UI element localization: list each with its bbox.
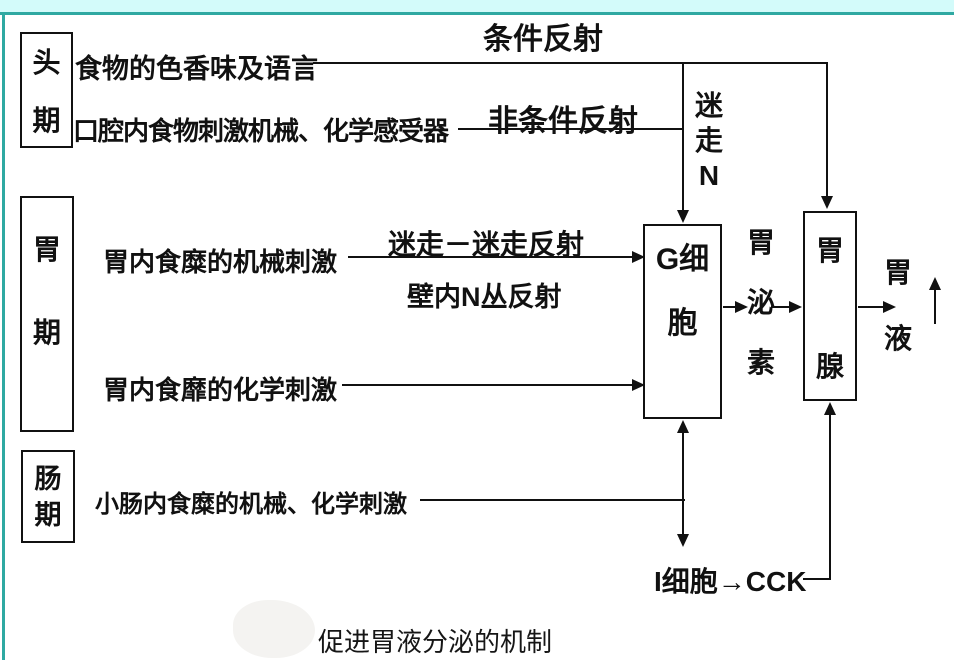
text-vagus-nerve: 迷走N — [694, 90, 723, 191]
text-conditioned-reflex: 条件反射 — [483, 23, 603, 56]
line-intestinal-double-arrow — [682, 432, 684, 535]
text-unconditioned-reflex: 非条件反射 — [488, 105, 638, 138]
arrowhead-vagus-into-gcell — [677, 210, 689, 223]
node-gastric-gland-box: 胃腺 — [803, 211, 857, 401]
line-conditioned-reflex-h — [313, 62, 828, 64]
line-juice-increase — [934, 289, 936, 324]
phase-box-intestinal-label: 肠期 — [34, 464, 62, 530]
arrowhead-juice-increase-up — [929, 277, 941, 290]
arrowhead-cck-into-gland — [824, 402, 836, 415]
frame-top-strip — [0, 0, 954, 12]
arrowhead-into-gcell-bottom — [677, 420, 689, 433]
line-gcell-to-gastrin — [723, 306, 735, 308]
text-oral-food-stimulus: 口腔内食物刺激机械、化学感受器 — [73, 116, 449, 146]
frame-top-line — [0, 12, 954, 15]
phase-box-gastric: 胃期 — [20, 196, 74, 432]
arrowhead-chemical-into-gcell — [632, 379, 645, 391]
line-conditioned-reflex-v — [826, 62, 828, 196]
phase-box-intestinal: 肠期 — [21, 450, 75, 543]
text-intestinal-stimulus: 小肠内食糜的机械、化学刺激 — [95, 491, 407, 518]
text-icell-cck: I细胞→CCK — [654, 566, 807, 597]
text-food-color-smell-language: 食物的色香味及语言 — [75, 54, 318, 84]
arrowhead-gland-to-juice — [883, 301, 896, 313]
line-gland-to-juice — [858, 306, 884, 308]
diagram-caption: 促进胃液分泌的机制 — [318, 628, 553, 657]
line-cck-connector-h — [803, 578, 831, 580]
frame-left-line — [2, 12, 5, 660]
text-vagovagal-reflex: 迷走－迷走反射 — [388, 229, 585, 260]
node-gastrin-label: 胃泌素 — [746, 227, 775, 378]
line-intestinal-stimulus — [420, 499, 685, 501]
text-gastric-mechanical-stimulus: 胃内食糜的机械刺激 — [103, 247, 338, 277]
node-gastric-gland-label: 胃腺 — [815, 235, 844, 382]
arrowhead-mechanical-into-gcell — [632, 251, 645, 263]
arrowhead-toward-icell — [677, 534, 689, 547]
arrowhead-conditioned-into-gland — [821, 196, 833, 209]
line-chemical-stimulus — [342, 384, 632, 386]
line-gastrin-to-gland — [771, 306, 790, 308]
line-unconditioned-reflex — [458, 128, 684, 130]
node-gastric-juice-label: 胃液 — [883, 257, 912, 354]
line-vagus-nerve-v — [682, 62, 684, 210]
node-g-cell-label: G细胞 — [655, 243, 710, 340]
node-g-cell-box: G细胞 — [643, 224, 722, 419]
phase-box-cephalic-label: 头期 — [32, 47, 61, 136]
arrowhead-gcell-to-gastrin — [735, 301, 748, 313]
text-gastric-chemical-stimulus: 胃内食靡的化学刺激 — [103, 375, 338, 405]
arrowhead-gastrin-to-gland — [789, 301, 802, 313]
phase-box-cephalic: 头期 — [20, 32, 73, 148]
phase-box-gastric-label: 胃期 — [32, 234, 61, 348]
watermark-blob — [233, 600, 315, 658]
text-intramural-plexus-reflex: 壁内N丛反射 — [407, 282, 562, 312]
line-cck-connector-v — [829, 414, 831, 580]
line-mechanical-stimulus — [348, 256, 632, 258]
